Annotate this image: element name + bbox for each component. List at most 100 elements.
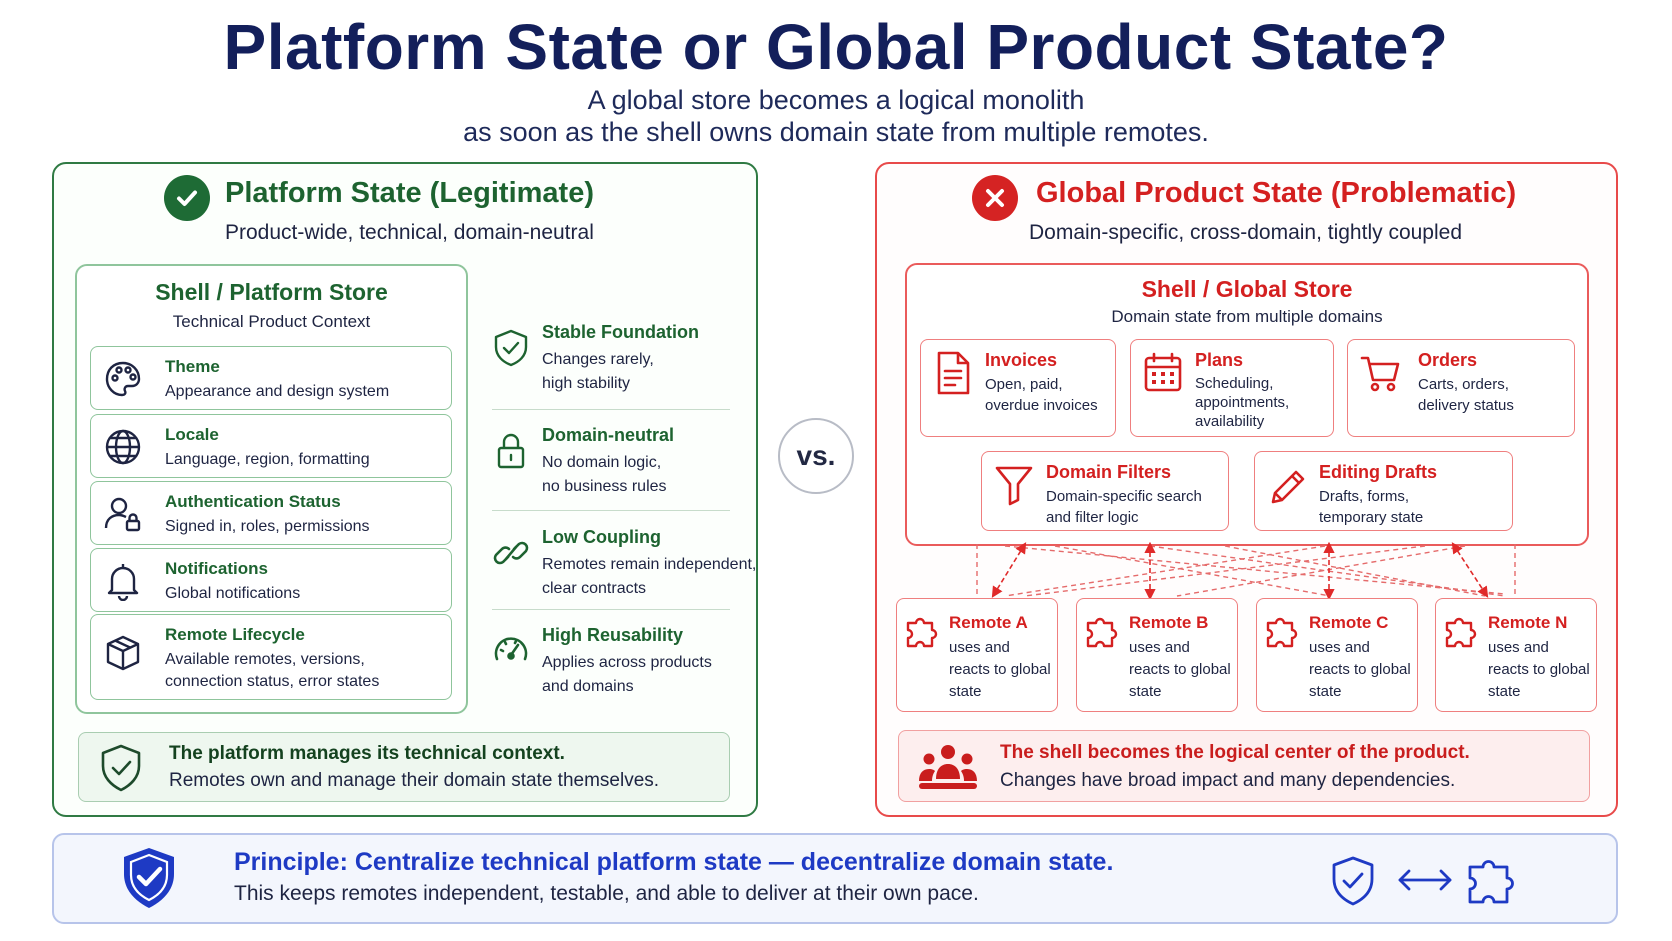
property-title: High Reusability (542, 625, 684, 645)
shield-check-icon (492, 328, 530, 368)
shield-check-outline-icon (1330, 855, 1376, 907)
desc-line: appointments, (1195, 394, 1290, 411)
palette-icon (103, 359, 143, 399)
puzzle-icon (1466, 853, 1520, 907)
remote-desc: uses and reacts to global state (949, 639, 1051, 700)
platform-note-title: The platform manages its technical conte… (169, 743, 565, 764)
global-item-desc: Scheduling, appointments, availability (1195, 374, 1289, 431)
user-lock-icon (103, 494, 143, 534)
global-note-desc: Changes have broad impact and many depen… (1000, 770, 1456, 791)
link-icon (492, 533, 530, 573)
platform-state-title: Platform State (Legitimate) (225, 177, 594, 209)
property-divider (492, 609, 730, 610)
property-divider (492, 510, 730, 511)
platform-item-desc: Appearance and design system (165, 383, 390, 400)
filter-icon (994, 462, 1034, 508)
global-note: The shell becomes the logical center of … (898, 730, 1590, 802)
property-title: Stable Foundation (542, 322, 699, 342)
platform-item-theme: Theme Appearance and design system (90, 346, 452, 410)
remote-desc: uses and reacts to global state (1488, 639, 1590, 700)
principle-banner: Principle: Centralize technical platform… (52, 833, 1618, 924)
global-item-desc: Open, paid, overdue invoices (985, 374, 1098, 416)
global-item-desc: Domain-specific search and filter logic (1046, 486, 1202, 528)
remote-title: Remote N (1488, 613, 1568, 632)
global-item-desc: Drafts, forms, temporary state (1319, 486, 1423, 528)
platform-item-title: Locale (165, 425, 219, 444)
property-divider (492, 409, 730, 410)
desc-line: Carts, orders, (1418, 376, 1509, 393)
platform-store-title: Shell / Platform Store (155, 279, 388, 305)
remote-b: Remote B uses and reacts to global state (1076, 598, 1238, 712)
desc-line: delivery status (1418, 397, 1514, 414)
global-item-editing-drafts: Editing Drafts Drafts, forms, temporary … (1254, 451, 1513, 531)
platform-state-subtitle: Product-wide, technical, domain-neutral (225, 221, 594, 244)
desc-line: Domain-specific search (1046, 488, 1202, 505)
remote-title: Remote B (1129, 613, 1209, 632)
global-item-orders: Orders Carts, orders, delivery status (1347, 339, 1575, 437)
page-title: Platform State or Global Product State? (223, 11, 1449, 83)
platform-note: The platform manages its technical conte… (78, 732, 730, 802)
platform-item-desc: Global notifications (165, 585, 301, 602)
global-state-subtitle: Domain-specific, cross-domain, tightly c… (1029, 221, 1463, 244)
pencil-icon (1267, 462, 1307, 508)
document-icon (933, 350, 973, 396)
shield-check-icon (120, 845, 178, 911)
platform-item-notifications: Notifications Global notifications (90, 548, 452, 612)
desc-line: overdue invoices (985, 397, 1098, 414)
desc-line: Open, paid, (985, 376, 1063, 393)
platform-item-authentication: Authentication Status Signed in, roles, … (90, 481, 452, 545)
global-item-desc: Carts, orders, delivery status (1418, 374, 1514, 416)
x-circle-icon (972, 175, 1018, 221)
dependency-arrows (976, 541, 1516, 601)
principle-title: Principle: Centralize technical platform… (234, 848, 1114, 876)
calendar-icon (1143, 350, 1183, 396)
puzzle-icon (1085, 613, 1119, 649)
shield-check-icon (99, 743, 143, 793)
lock-icon (492, 431, 530, 471)
platform-item-locale: Locale Language, region, formatting (90, 414, 452, 478)
property-title: Domain-neutral (542, 425, 675, 445)
desc-line: temporary state (1319, 509, 1424, 526)
platform-item-desc-line-2: connection status, error states (165, 673, 380, 690)
group-icon (917, 741, 979, 793)
double-arrow-icon (1396, 865, 1454, 895)
vs-badge: vs. (778, 418, 854, 494)
property-desc: No domain logic, (542, 454, 662, 471)
platform-item-title: Notifications (165, 559, 268, 578)
platform-note-desc: Remotes own and manage their domain stat… (169, 770, 660, 791)
platform-item-remote-lifecycle: Remote Lifecycle Available remotes, vers… (90, 614, 452, 700)
property-desc-line-2: clear contracts (542, 580, 647, 597)
platform-item-title: Remote Lifecycle (165, 625, 305, 644)
cart-icon (1360, 350, 1400, 396)
global-note-title: The shell becomes the logical center of … (1000, 742, 1470, 763)
global-item-title: Invoices (985, 350, 1058, 370)
remote-desc: uses and reacts to global state (1129, 639, 1231, 700)
property-desc-line-2: no business rules (542, 478, 667, 495)
remote-title: Remote C (1309, 613, 1389, 632)
principle-desc: This keeps remotes independent, testable… (234, 882, 979, 905)
page-subtitle-line-1: A global store becomes a logical monolit… (587, 85, 1085, 115)
property-desc: Remotes remain independent, (542, 556, 757, 573)
global-item-title: Domain Filters (1046, 462, 1172, 482)
puzzle-icon (1444, 613, 1478, 649)
global-state-title: Global Product State (Problematic) (1036, 177, 1517, 209)
bell-icon (103, 561, 143, 601)
desc-line: availability (1195, 413, 1265, 430)
remote-n: Remote N uses and reacts to global state (1435, 598, 1597, 712)
property-desc-line-2: and domains (542, 678, 634, 695)
globe-icon (103, 427, 143, 467)
desc-line: Drafts, forms, (1319, 488, 1410, 505)
global-store-title: Shell / Global Store (1141, 276, 1353, 302)
remote-desc: uses and reacts to global state (1309, 639, 1411, 700)
global-item-title: Editing Drafts (1319, 462, 1438, 482)
remote-a: Remote A uses and reacts to global state (896, 598, 1058, 712)
box-icon (103, 633, 143, 673)
gauge-icon (492, 631, 530, 671)
global-item-plans: Plans Scheduling, appointments, availabi… (1130, 339, 1334, 437)
global-item-invoices: Invoices Open, paid, overdue invoices (920, 339, 1116, 437)
platform-item-title: Theme (165, 357, 220, 376)
platform-item-desc: Language, region, formatting (165, 451, 370, 468)
property-desc: Applies across products (542, 654, 712, 671)
remote-title: Remote A (949, 613, 1028, 632)
puzzle-icon (1265, 613, 1299, 649)
